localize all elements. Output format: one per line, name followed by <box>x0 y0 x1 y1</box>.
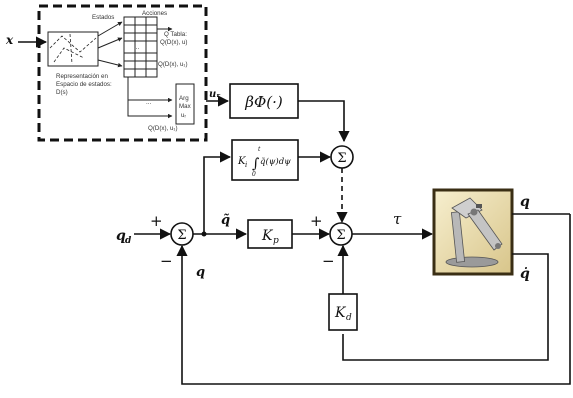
state-to-table-arrow-3 <box>98 60 122 66</box>
argmax-label-3: uᵣ <box>181 112 186 119</box>
q-output-label: q <box>520 194 530 210</box>
argmax-label-1: Arg <box>179 95 189 102</box>
qd-sub: d <box>125 236 132 246</box>
sum-upper-symbol: Σ <box>337 151 346 166</box>
kd-sub: d <box>346 313 352 323</box>
minus-sign-1: − <box>160 252 173 270</box>
plus-sign-1: + <box>150 212 163 230</box>
table-to-argmax-line-1 <box>128 77 172 100</box>
table-dots: ... <box>134 44 139 51</box>
sum-node-main: Σ <box>330 223 352 245</box>
qdot-output-label: q̇ <box>520 265 530 282</box>
integral-lower: 0 <box>252 171 256 178</box>
minus-sign-2: − <box>322 252 335 270</box>
sum-node-left: Σ <box>171 223 193 245</box>
actions-label: Acciones <box>142 10 167 17</box>
argmax-label-2: Max <box>179 103 192 110</box>
robot-plant-block <box>434 190 512 274</box>
kp-sub: p <box>273 236 279 246</box>
plus-sign-2: + <box>310 212 323 230</box>
sum-left-symbol: Σ <box>177 228 186 243</box>
sum-node-upper: Σ <box>331 146 353 168</box>
repr-label-2: Espacio de estados: <box>56 81 112 88</box>
q-row-label-1: Q(D(x), u₁) <box>158 61 188 68</box>
qtable-label-2: Q(D(x), u) <box>160 39 188 46</box>
states-label: Estados <box>92 14 114 21</box>
repr-label-1: Representación en <box>56 73 108 80</box>
state-space-box <box>48 32 98 66</box>
q-tilde-label: q̃ <box>221 213 230 228</box>
q-learning-inset: x Estados Acciones ... Q Tabla: Q(D(x), … <box>5 6 206 140</box>
sum-main-symbol: Σ <box>336 228 345 243</box>
x-input-label: x <box>5 33 14 47</box>
argmax-dots: ... <box>146 99 151 106</box>
repr-label-3: D(s) <box>56 89 68 96</box>
q-table-grid <box>124 17 157 77</box>
ki-sub: i <box>245 161 247 169</box>
ur-label: uᵣ <box>209 89 221 100</box>
q-row-label-2: Q(D(x), u₁) <box>148 125 178 132</box>
integral-body: q̃(ψ)dψ <box>260 156 291 167</box>
q-feedback-label: q <box>196 265 205 280</box>
beta-phi-label: βΦ(·) <box>244 93 283 111</box>
beta-phi-to-sum-arrow <box>298 101 344 141</box>
integral-sign: ∫ <box>252 156 259 172</box>
qtable-label-1: Q Tabla: <box>164 31 187 38</box>
state-to-table-arrow-1 <box>98 22 122 36</box>
tau-label: τ <box>393 210 402 228</box>
state-to-table-arrow-2 <box>98 38 122 48</box>
